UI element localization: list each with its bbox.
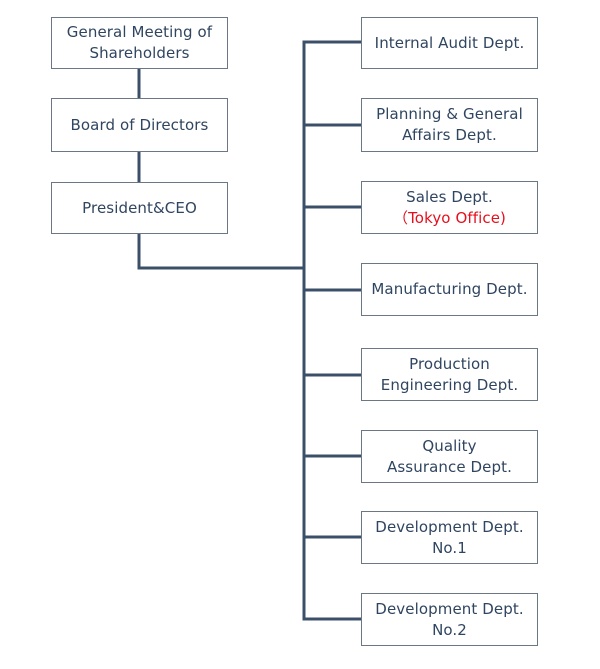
box-label-line: Quality <box>422 436 477 455</box>
box-label-line: Board of Directors <box>70 115 209 134</box>
planning-general-affairs-box: Planning & General Affairs Dept. <box>361 98 538 152</box>
president-ceo-box: President&CEO <box>51 182 228 234</box>
internal-audit-box: Internal Audit Dept. <box>361 17 538 69</box>
box-label-line: Internal Audit Dept. <box>374 33 525 52</box>
box-label-line: Production <box>409 354 490 373</box>
production-engineering-box: Production Engineering Dept. <box>361 348 538 401</box>
general-meeting-box: General Meeting of Shareholders <box>51 17 228 69</box>
box-label-line: Assurance Dept. <box>387 457 512 476</box>
box-label-line: Shareholders <box>89 44 190 62</box>
quality-assurance-box: Quality Assurance Dept. <box>361 430 538 483</box>
sales-box: Sales Dept. （Tokyo Office) <box>361 181 538 234</box>
box-label-line: Engineering Dept. <box>380 375 519 394</box>
box-label-line: Manufacturing Dept. <box>371 280 528 298</box>
manufacturing-box: Manufacturing Dept. <box>361 263 538 316</box>
box-label-line: Affairs Dept. <box>402 126 497 144</box>
box-label-line: Development Dept. <box>375 599 524 618</box>
development-no1-box: Development Dept. No.1 <box>361 511 538 564</box>
box-label-line: President&CEO <box>82 198 197 217</box>
development-no2-box: Development Dept. No.2 <box>361 593 538 646</box>
box-label-line: Planning & General <box>376 105 523 123</box>
box-label-line: No.1 <box>432 538 467 557</box>
box-label-line: Sales Dept. <box>406 187 493 206</box>
tokyo-office-note: （Tokyo Office) <box>392 208 507 227</box>
board-of-directors-box: Board of Directors <box>51 98 228 152</box>
box-label-line: Development Dept. <box>375 517 524 536</box>
box-label-line: General Meeting of <box>66 23 213 41</box>
box-label-line: No.2 <box>432 620 467 639</box>
